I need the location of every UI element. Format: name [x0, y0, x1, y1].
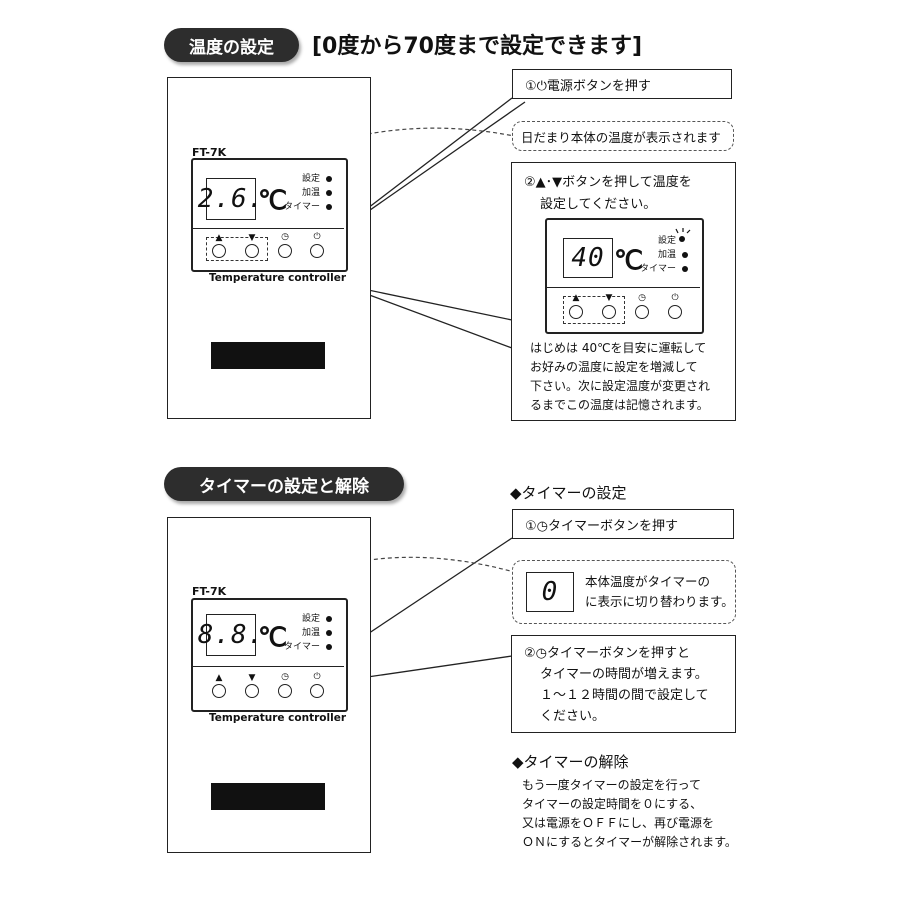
indicator-list: 設定 加温 タイマー: [280, 172, 332, 214]
timer-cancel-text: もう一度タイマーの設定を行って タイマーの設定時間を０にする、 又は電源をＯＦＦ…: [522, 778, 737, 849]
indicator-setting: 設定: [280, 172, 332, 186]
indicator-dot-icon: [682, 265, 688, 272]
inset-celsius-unit: ℃: [614, 245, 644, 275]
up-arrow-icon: ▲: [215, 233, 223, 243]
indicator-list-2: 設定 加温 タイマー: [280, 612, 332, 654]
step2-description: はじめは 40℃を目安に運転して お好みの温度に設定を増減して 下さい。次に設定…: [530, 341, 711, 412]
inset-down-button: [602, 305, 616, 319]
step2-line1: ②▲･▼ボタンを押して温度を: [524, 175, 692, 190]
timer-display-zero: 0: [526, 572, 574, 612]
indicator-dot-icon: [326, 175, 332, 182]
indicator-heating-2: 加温: [280, 626, 332, 640]
model-label-2: FT-7K: [192, 585, 227, 598]
clock-icon-2: ◷: [281, 672, 289, 682]
inset-up-arrow-icon: ▲: [572, 293, 580, 303]
timer-note-line2: に表示に切り替わります。: [585, 594, 734, 609]
inset-display: 40: [563, 238, 613, 278]
connector-lines-1: [214, 97, 526, 349]
section-heading-range: [0度から70度まで設定できます]: [312, 34, 643, 59]
connector-lines-2: [243, 537, 515, 690]
step2-timer-box: [511, 635, 736, 733]
down-arrow-icon-2: ▼: [248, 673, 256, 683]
section-pill-temperature: 温度の設定: [164, 28, 299, 62]
up-arrow-icon-2: ▲: [215, 673, 223, 683]
inset-clock-icon: ◷: [638, 293, 646, 303]
temperature-display-2: 8.8.: [198, 614, 263, 656]
inset-power-icon: ⏻: [671, 293, 679, 303]
down-button[interactable]: [245, 244, 259, 258]
inset-divider: [546, 287, 700, 288]
power-icon: ⏻: [313, 232, 321, 242]
inset-indicator-list: 設定 加温 タイマー: [636, 234, 688, 276]
indicator-timer-2: タイマー: [280, 640, 332, 654]
model-label: FT-7K: [192, 146, 227, 159]
step2-timer-text: ②◷タイマーボタンを押すと タイマーの時間が増えます。 １～１２時間の間で設定し…: [524, 646, 709, 724]
temperature-note: 日だまり本体の温度が表示されます: [512, 121, 734, 151]
inset-timer-button: [635, 305, 649, 319]
celsius-unit-2: ℃: [258, 622, 288, 652]
section-pill-timer: タイマーの設定と解除: [164, 467, 404, 501]
controller-label-2: Temperature controller: [209, 712, 347, 724]
step1-timer-callout: ①◷タイマーボタンを押す: [512, 509, 734, 539]
inset-up-button: [569, 305, 583, 319]
celsius-unit: ℃: [258, 185, 288, 215]
indicator-dot-icon: [326, 629, 332, 636]
step1-power-callout: ①⏻電源ボタンを押す: [512, 69, 732, 99]
down-button-2[interactable]: [245, 684, 259, 698]
timer-note-line1: 本体温度がタイマーの: [585, 574, 711, 589]
timer-cancel-subheading: ◆タイマーの解除: [512, 753, 629, 771]
inset-down-arrow-icon: ▼: [605, 293, 613, 303]
indicator-dot-icon: [326, 643, 332, 650]
blink-rays-icon: [675, 228, 691, 242]
timer-button[interactable]: [278, 244, 292, 258]
clock-icon: ◷: [281, 232, 289, 242]
indicator-dot-icon: [326, 203, 332, 210]
step2-line2: 設定してください。: [540, 197, 657, 212]
temperature-display: 2.6.: [198, 178, 263, 220]
power-icon-2: ⏻: [313, 672, 321, 682]
down-arrow-icon: ▼: [248, 233, 256, 243]
inset-power-button: [668, 305, 682, 319]
up-button-2[interactable]: [212, 684, 226, 698]
panel-divider-2: [192, 666, 344, 667]
controller-label: Temperature controller: [209, 272, 347, 284]
timer-button-2[interactable]: [278, 684, 292, 698]
panel-divider: [192, 228, 344, 229]
indicator-timer: タイマー: [280, 200, 332, 214]
indicator-dot-icon: [326, 615, 332, 622]
indicator-dot-icon: [682, 251, 688, 258]
power-button-2[interactable]: [310, 684, 324, 698]
inset-indicator-timer: タイマー: [636, 262, 688, 276]
indicator-heating: 加温: [280, 186, 332, 200]
timer-display-note: [512, 560, 736, 624]
inset-indicator-setting: 設定: [636, 234, 688, 248]
indicator-setting-2: 設定: [280, 612, 332, 626]
up-button[interactable]: [212, 244, 226, 258]
indicator-dot-icon: [326, 189, 332, 196]
inset-indicator-heating: 加温: [636, 248, 688, 262]
dashed-highlight: [206, 237, 268, 261]
device-black-bar: [211, 342, 325, 369]
device-black-bar-2: [211, 783, 325, 810]
power-button[interactable]: [310, 244, 324, 258]
inset-dashed-highlight: [563, 296, 625, 324]
timer-set-subheading: ◆タイマーの設定: [510, 484, 627, 502]
